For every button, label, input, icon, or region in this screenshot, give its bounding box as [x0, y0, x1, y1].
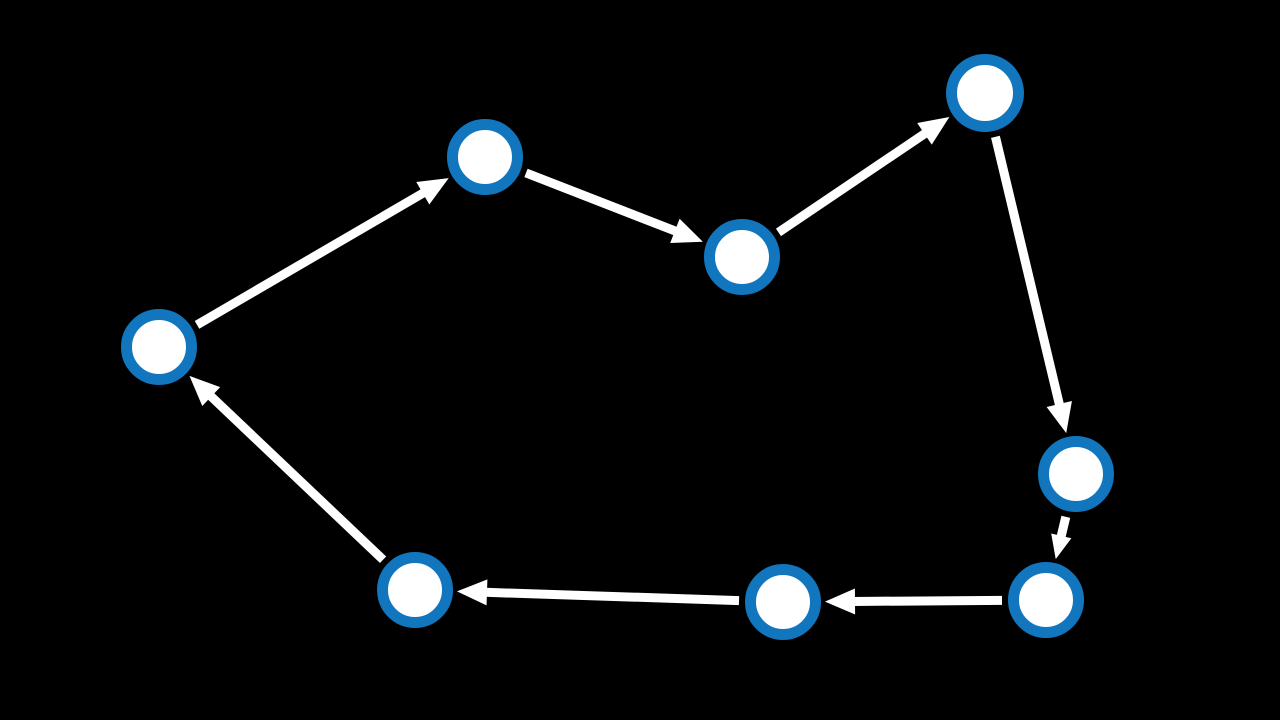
edge-layer	[189, 117, 1072, 615]
edge-upper-left-to-upper-center-arrowhead-icon	[670, 218, 703, 244]
node-lower-right[interactable]	[1008, 562, 1084, 638]
edge-left-to-upper-left	[194, 178, 449, 329]
edge-top-right-to-right-shaft	[991, 135, 1064, 407]
node-lower-right-fill	[1013, 567, 1079, 633]
edge-bottom-center-to-bottom-left-arrowhead-icon	[456, 579, 488, 606]
edge-bottom-center-to-bottom-left-shaft	[485, 587, 740, 606]
edge-upper-center-to-top-right	[775, 117, 950, 237]
edge-right-to-lower-right-shaft	[1056, 515, 1071, 539]
node-bottom-center-ring	[745, 564, 821, 640]
edge-lower-right-to-bottom-center-shaft	[853, 595, 1003, 606]
edge-upper-center-to-top-right-arrowhead-icon	[917, 117, 950, 145]
edge-top-right-to-right-arrowhead-icon	[1046, 400, 1072, 434]
node-bottom-center-fill	[750, 569, 816, 635]
node-bottom-left-fill	[382, 557, 448, 623]
edge-right-to-lower-right	[1051, 515, 1072, 560]
edge-right-to-lower-right-arrowhead-icon	[1051, 533, 1072, 560]
node-bottom-center[interactable]	[745, 564, 821, 640]
node-upper-left-fill	[452, 124, 518, 190]
edge-lower-right-to-bottom-center	[825, 588, 1003, 615]
node-left-fill	[126, 314, 192, 380]
edge-left-to-upper-left-shaft	[194, 188, 427, 329]
node-right-ring	[1038, 436, 1114, 512]
edge-upper-left-to-upper-center	[524, 168, 703, 244]
node-upper-center[interactable]	[704, 219, 780, 295]
edge-bottom-left-to-left	[189, 375, 387, 563]
edge-top-right-to-right	[991, 135, 1072, 434]
node-upper-left-ring	[447, 119, 523, 195]
node-top-right[interactable]	[946, 54, 1024, 132]
node-left-ring	[121, 309, 197, 385]
node-right[interactable]	[1038, 436, 1114, 512]
node-upper-center-fill	[709, 224, 775, 290]
node-layer	[121, 54, 1114, 640]
node-left[interactable]	[121, 309, 197, 385]
edge-bottom-left-to-left-arrowhead-icon	[189, 375, 221, 406]
edge-left-to-upper-left-arrowhead-icon	[416, 178, 449, 205]
node-upper-center-ring	[704, 219, 780, 295]
node-top-right-fill	[951, 59, 1019, 127]
node-right-fill	[1043, 441, 1109, 507]
edge-bottom-left-to-left-shaft	[207, 392, 387, 563]
node-bottom-left-ring	[377, 552, 453, 628]
edge-upper-center-to-top-right-shaft	[775, 129, 929, 237]
node-bottom-left[interactable]	[377, 552, 453, 628]
node-lower-right-ring	[1008, 562, 1084, 638]
edge-upper-left-to-upper-center-shaft	[524, 168, 678, 236]
edge-lower-right-to-bottom-center-arrowhead-icon	[825, 588, 856, 615]
edge-bottom-center-to-bottom-left	[456, 579, 740, 606]
node-top-right-ring	[946, 54, 1024, 132]
node-upper-left[interactable]	[447, 119, 523, 195]
